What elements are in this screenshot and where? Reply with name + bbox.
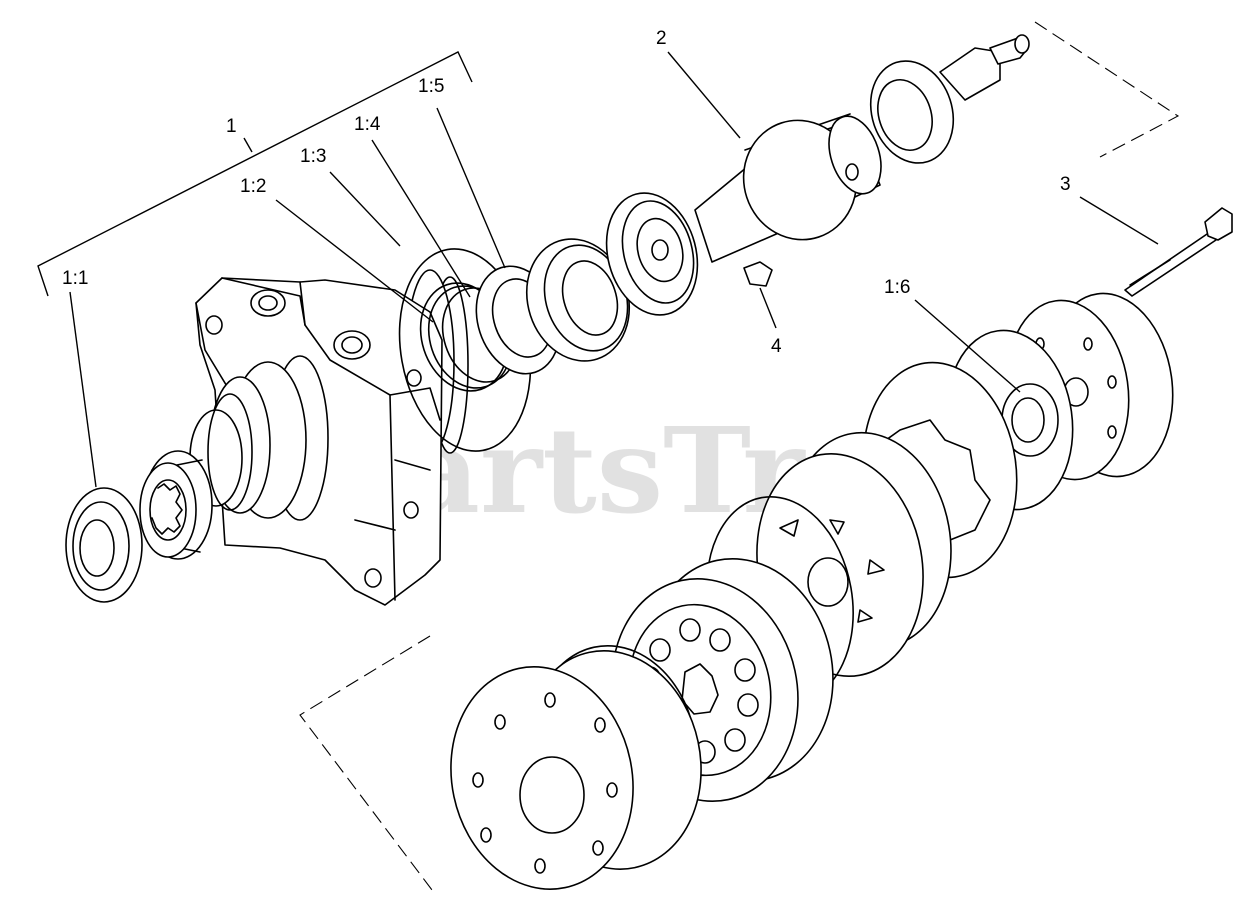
callout-1-5: 1:5	[418, 76, 444, 97]
bracket-1	[37, 51, 473, 297]
callout-1-6: 1:6	[884, 277, 910, 298]
leader-1-6	[914, 299, 1021, 393]
seal-1-1	[65, 487, 143, 603]
callout-1-1: 1:1	[62, 268, 88, 289]
thrust-bearing	[605, 192, 699, 316]
end-plate	[450, 650, 702, 890]
motor-housing	[189, 269, 469, 606]
leader-1-4	[371, 139, 471, 298]
callout-1-4: 1:4	[354, 114, 381, 135]
leader-2	[667, 51, 741, 139]
callout-1: 1	[226, 116, 237, 137]
woodruff-key	[743, 261, 773, 287]
output-shaft	[694, 34, 1030, 263]
leader-1-3	[329, 171, 401, 247]
leader-4	[759, 287, 777, 329]
dashed-reference-upper	[1034, 21, 1180, 158]
leader-1-2	[275, 199, 434, 323]
callout-4: 4	[771, 336, 782, 357]
callout-3: 3	[1060, 174, 1071, 195]
bolt	[1124, 207, 1233, 297]
bearing-cup	[139, 450, 213, 560]
dashed-reference-lower	[299, 635, 433, 891]
leader-1	[243, 137, 253, 153]
leader-1-1	[69, 291, 97, 488]
callout-1-2: 1:2	[240, 176, 266, 197]
leader-1-5	[436, 107, 506, 269]
callout-1-3: 1:3	[300, 146, 326, 167]
leader-3	[1079, 196, 1159, 245]
callout-2: 2	[656, 28, 667, 49]
